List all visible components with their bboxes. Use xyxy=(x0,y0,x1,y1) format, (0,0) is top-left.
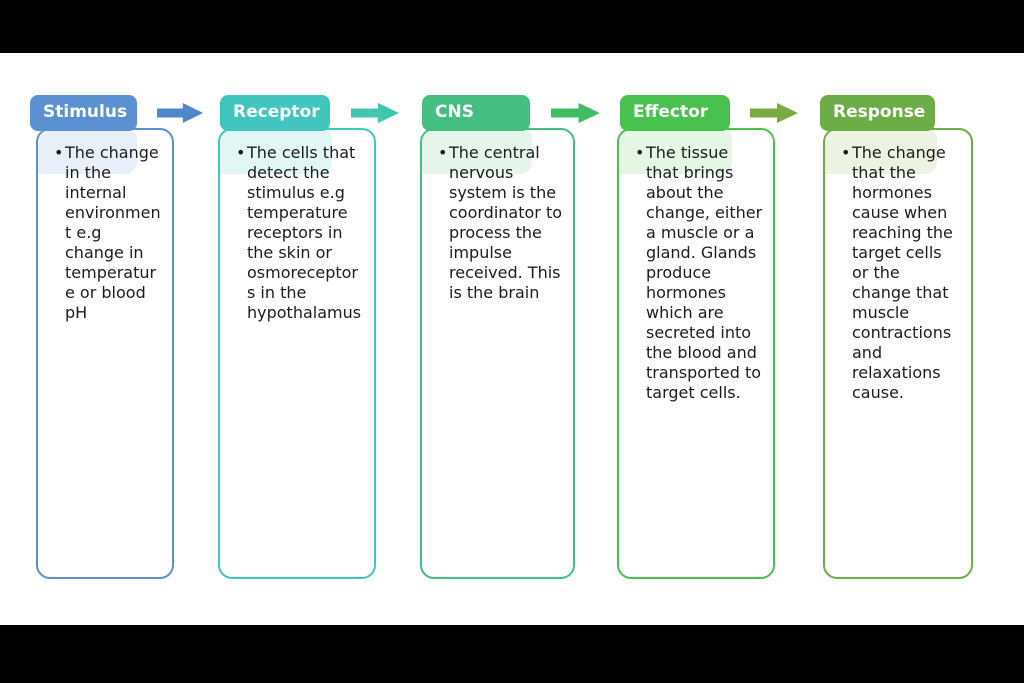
header-tint-shape xyxy=(619,130,732,174)
stage-description: • The tissue that brings about the chang… xyxy=(619,130,773,403)
letterbox-top xyxy=(0,0,1024,53)
stage-description-text: The change in the internal environment e… xyxy=(65,143,161,322)
stage-header-effector: Effector xyxy=(620,95,730,131)
stage-description-text: The tissue that brings about the change,… xyxy=(646,143,763,402)
stage-header-cns: CNS xyxy=(422,95,530,131)
bullet-marker: • xyxy=(841,143,851,162)
stage-description: • The change in the internal environment… xyxy=(38,130,172,323)
stage-title: Receptor xyxy=(233,102,320,122)
bullet-marker: • xyxy=(236,143,246,162)
header-tint-shape xyxy=(825,130,937,174)
header-tint-shape xyxy=(38,130,137,174)
stage-box-cns: • The central nervous system is the coor… xyxy=(420,128,575,579)
stage-title: Effector xyxy=(633,102,709,122)
flow-arrow-icon xyxy=(157,103,203,123)
stage-title: Response xyxy=(833,102,926,122)
stage-description: • The central nervous system is the coor… xyxy=(422,130,573,303)
stage-description-text: The change that the hormones cause when … xyxy=(852,143,953,402)
stage-description: • The change that the hormones cause whe… xyxy=(825,130,971,403)
bullet-marker: • xyxy=(438,143,448,162)
stage-title: CNS xyxy=(435,102,474,122)
bullet-marker: • xyxy=(635,143,645,162)
stage-box-receptor: • The cells that detect the stimulus e.g… xyxy=(218,128,376,579)
diagram-canvas: Stimulus • The change in the internal en… xyxy=(0,53,1024,625)
stage-box-stimulus: • The change in the internal environment… xyxy=(36,128,174,579)
stage-description-text: The cells that detect the stimulus e.g t… xyxy=(247,143,362,322)
stage-box-effector: • The tissue that brings about the chang… xyxy=(617,128,775,579)
header-tint-shape xyxy=(220,130,332,174)
stage-header-response: Response xyxy=(820,95,935,131)
stage-title: Stimulus xyxy=(43,102,128,122)
stage-description-text: The central nervous system is the coordi… xyxy=(449,143,563,302)
flow-arrow-icon xyxy=(351,103,399,123)
bullet-marker: • xyxy=(54,143,64,162)
flow-arrow-icon xyxy=(551,103,600,123)
letterbox-bottom xyxy=(0,625,1024,683)
stage-box-response: • The change that the hormones cause whe… xyxy=(823,128,973,579)
header-tint-shape xyxy=(422,130,532,174)
stage-header-stimulus: Stimulus xyxy=(30,95,137,131)
stage-description: • The cells that detect the stimulus e.g… xyxy=(220,130,374,323)
stage-header-receptor: Receptor xyxy=(220,95,330,131)
flow-arrow-icon xyxy=(750,103,798,123)
